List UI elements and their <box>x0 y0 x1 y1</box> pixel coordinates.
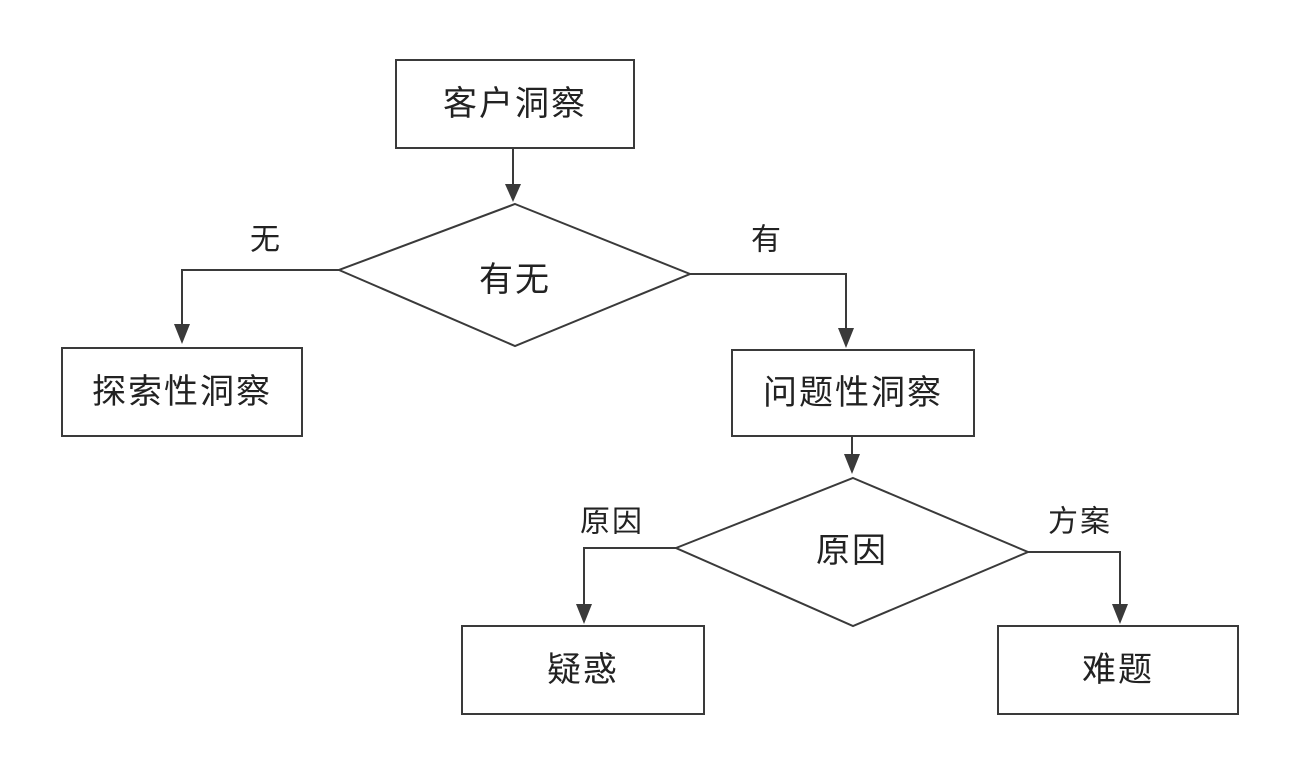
edge-label-no: 无 <box>250 223 282 258</box>
decision-existence-diamond <box>336 202 693 348</box>
edge-label-cause: 原因 <box>580 505 644 540</box>
arrowhead-cause-to-difficulty <box>1112 604 1128 624</box>
node-exploratory-insight-label: 探索性洞察 <box>92 372 272 412</box>
decision-existence-label: 有无 <box>479 260 551 300</box>
arrowhead-problem-to-cause <box>844 454 860 474</box>
node-doubt-box <box>461 625 705 715</box>
decision-existence: 有无 <box>336 202 693 348</box>
node-customer-insight-box <box>395 59 635 149</box>
edge-cause-to-difficulty <box>1028 551 1121 606</box>
node-doubt-label: 疑惑 <box>547 650 619 690</box>
edge-cause-to-doubt <box>583 547 676 606</box>
node-customer-insight: 客户洞察 <box>395 59 635 149</box>
nodes: 客户洞察 有无 探索性洞察 问题性洞察 原因 疑惑 难题 <box>61 59 1239 715</box>
decision-cause-diamond <box>673 476 1031 628</box>
node-problem-insight-box <box>731 349 975 437</box>
decision-cause: 原因 <box>673 476 1031 628</box>
edge-label-solution: 方案 <box>1048 505 1112 540</box>
node-difficulty: 难题 <box>997 625 1239 715</box>
node-problem-insight-label: 问题性洞察 <box>763 373 943 413</box>
decision-cause-label: 原因 <box>816 531 888 571</box>
node-difficulty-box <box>997 625 1239 715</box>
node-difficulty-label: 难题 <box>1082 650 1154 690</box>
arrowhead-existence-to-problem <box>838 328 854 348</box>
edge-existence-to-exploratory <box>181 269 339 326</box>
node-exploratory-insight: 探索性洞察 <box>61 347 303 437</box>
edge-labels: 无 有 原因 方案 <box>250 223 1112 540</box>
arrowhead-cause-to-doubt <box>576 604 592 624</box>
edge-existence-to-problem <box>690 273 847 330</box>
node-doubt: 疑惑 <box>461 625 705 715</box>
edge-label-yes: 有 <box>751 223 783 258</box>
node-problem-insight: 问题性洞察 <box>731 349 975 437</box>
edges <box>174 148 1128 624</box>
node-customer-insight-label: 客户洞察 <box>443 84 587 124</box>
arrowhead-customer-to-existence <box>505 184 521 202</box>
arrowhead-existence-to-exploratory <box>174 324 190 344</box>
node-exploratory-insight-box <box>61 347 303 437</box>
